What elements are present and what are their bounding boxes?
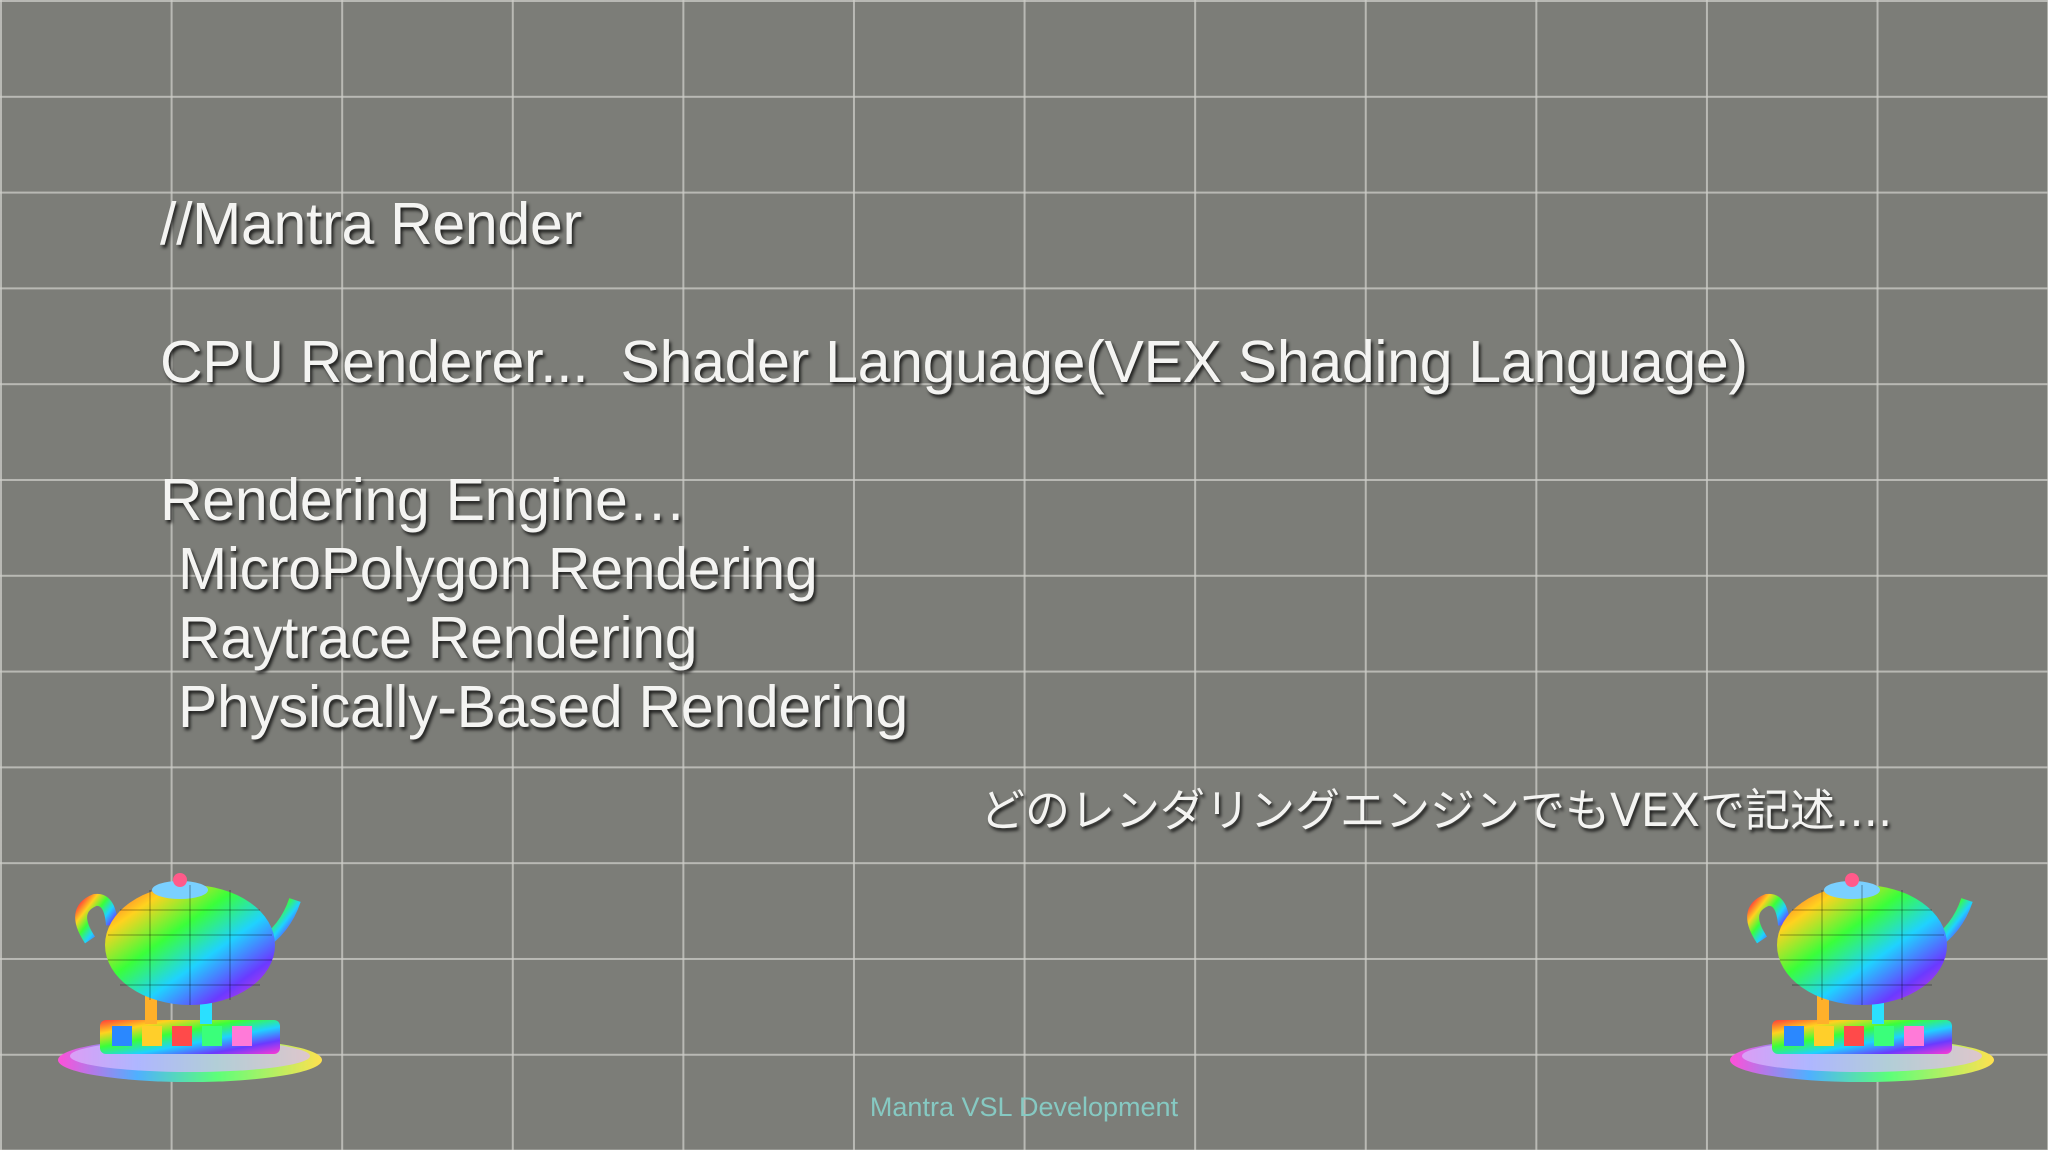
engine-item-micropolygon: MicroPolygon Rendering <box>178 536 818 602</box>
footer-caption: Mantra VSL Development <box>869 1092 1179 1122</box>
rainbow-teapot-icon <box>1722 870 2002 1090</box>
rainbow-teapot-icon <box>50 870 330 1090</box>
engine-item-raytrace: Raytrace Rendering <box>178 605 698 671</box>
teapot-left-svg <box>58 873 322 1082</box>
slide-title: //Mantra Render <box>160 191 582 257</box>
cpu-renderer-line: CPU Renderer... Shader Language(VEX Shad… <box>160 329 1748 395</box>
rendering-engine-heading: Rendering Engine… <box>160 467 687 533</box>
japanese-note: どのレンダリングエンジンでもVEXで記述.... <box>980 784 1893 837</box>
teapot-right-svg <box>1730 873 1994 1082</box>
engine-item-pbr: Physically-Based Rendering <box>178 674 909 740</box>
